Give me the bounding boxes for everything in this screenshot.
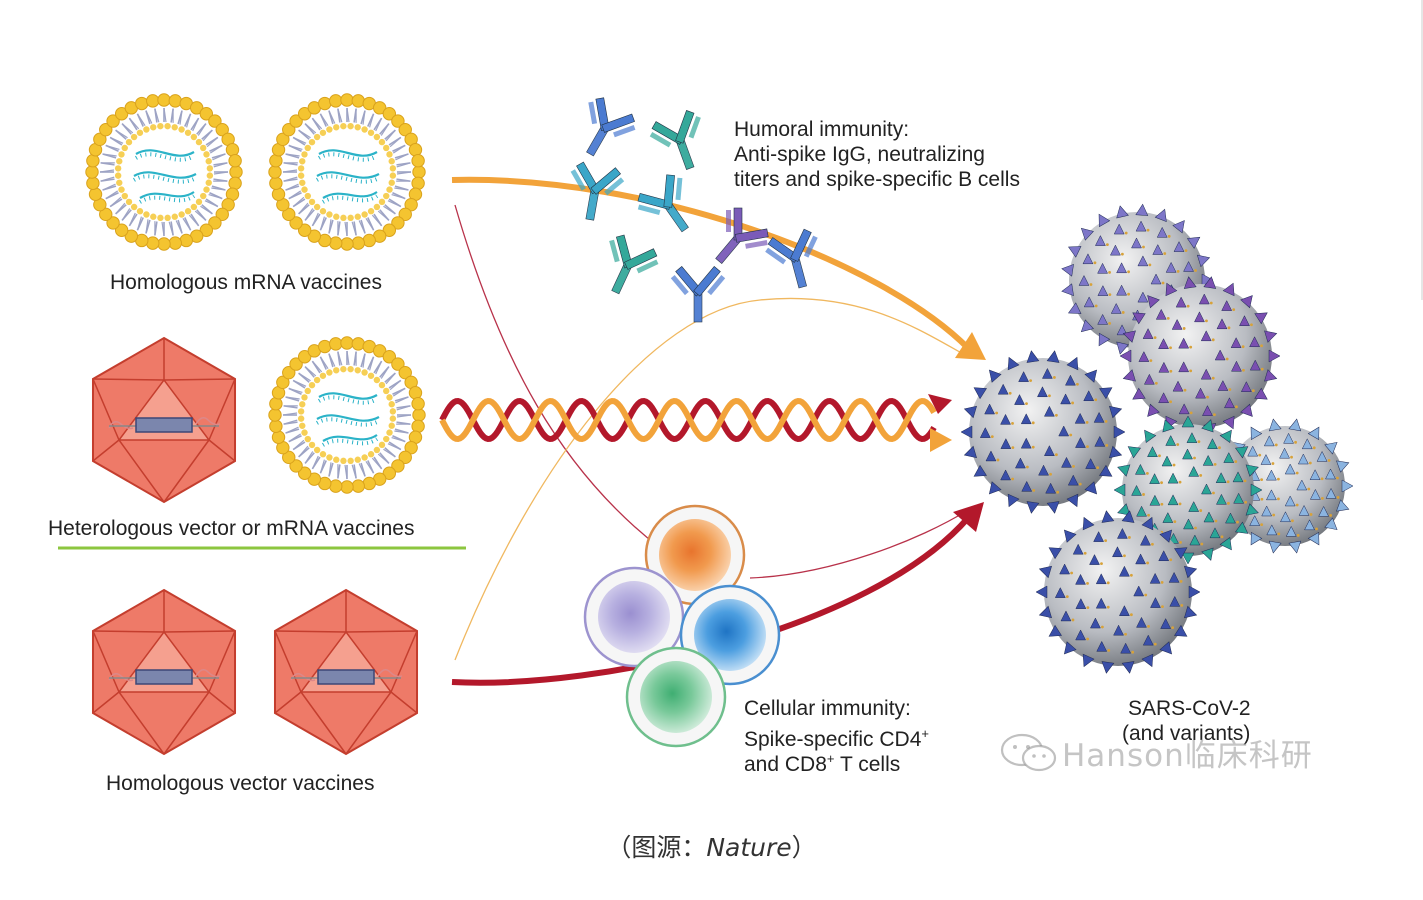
antibody [649,110,701,170]
heterologous-helix-arrow [439,394,952,452]
adenovirus-vector-1 [91,336,237,504]
page-edge-line [1421,0,1423,300]
mrna-lnp-3 [268,336,426,494]
virus-label: SARS-CoV-2 [1128,697,1251,720]
adenovirus-vector-2 [91,588,237,756]
antibody [765,228,818,289]
antibody [609,234,659,295]
t-cells-text: T cells [834,753,901,776]
mrna-lnp-2 [268,93,426,251]
antibody [570,161,625,221]
watermark-text: Hanson临床科研 [1062,738,1313,774]
cellular-arrowhead [953,502,984,532]
watermark: Hanson临床科研 [1000,730,1313,775]
cd8-text: and CD8 [744,753,827,776]
humoral-line-3: titers and spike-specific B cells [734,168,1020,191]
purple-t-cell [583,566,685,668]
orange-t-cell [644,504,746,606]
virus-variants-label: (and variants) [1122,722,1251,745]
antibody [586,97,636,157]
virion-navy-2 [1035,510,1201,674]
wechat-icon [1000,733,1057,771]
cd4-text: Spike-specific CD4 [744,728,922,751]
homologous-mrna-label: Homologous mRNA vaccines [110,271,382,294]
adenovirus-vector-3 [273,588,419,756]
humoral-line-2: Anti-spike IgG, neutralizing [734,143,985,166]
thin-connector-lines [454,204,969,661]
virion-light-blue [1216,418,1354,554]
humoral-arrowhead [955,332,986,360]
virion-navy [960,350,1126,514]
antibody [670,266,726,323]
mrna-lnp-1 [85,93,243,251]
cellular-line-3: and CD8+ T cells [744,746,900,778]
caption-open: （图源： [606,833,707,862]
green-t-cell [625,646,727,748]
humoral-title: Humoral immunity: [734,118,910,141]
antibody [715,207,769,264]
cd8-superscript: + [826,751,835,766]
humoral-arrow [451,176,971,351]
cellular-line-2: Spike-specific CD4+ [744,721,929,753]
homologous-vector-label: Homologous vector vaccines [106,772,375,795]
virion-purple [1119,276,1281,436]
antibody [637,174,689,233]
cd4-superscript: + [921,726,929,741]
heterologous-label: Heterologous vector or mRNA vaccines [48,517,415,540]
caption-source: Nature [706,833,792,862]
figure-caption: （图源：Nature） [0,828,1423,864]
cellular-title: Cellular immunity: [744,697,911,720]
caption-close: ） [791,833,817,862]
